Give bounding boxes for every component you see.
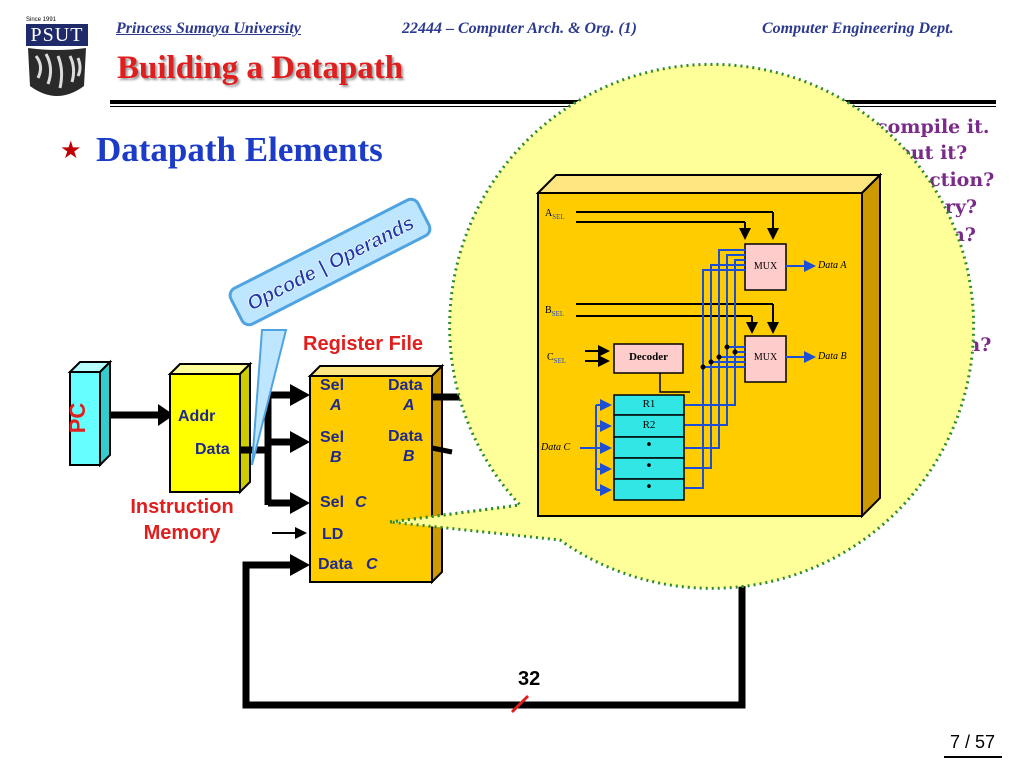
rf-sel-a-label: Sel (320, 377, 345, 394)
header-department: Computer Engineering Dept. (762, 20, 954, 37)
imem-addr-label: Addr (178, 408, 216, 425)
rf-data-b-label: Data (388, 428, 423, 445)
psut-logo (24, 16, 90, 102)
slide-title: Building a Datapath (117, 50, 404, 86)
svg-text:Opcode | Operands: Opcode | Operands (244, 212, 418, 315)
rf-data-a-letter: A (403, 397, 415, 414)
title-rule-thin (110, 106, 996, 107)
imem-caption-line1: Instruction (130, 496, 234, 518)
register-file-title: Register File (303, 333, 424, 355)
operands-pointer (251, 329, 288, 466)
bullet-text: Datapath Elements (96, 130, 383, 169)
imem-caption-line2: Memory (143, 522, 221, 544)
instruction-memory (167, 361, 253, 495)
title-rule (110, 100, 996, 104)
rf-sel-b-label: Sel (320, 429, 345, 446)
zoom-register-file (535, 172, 883, 519)
rf-data-a-label: Data (388, 377, 423, 394)
header-course: 22444 – Computer Arch. & Org. (1) (402, 20, 637, 37)
rf-sel-c-letter: C (355, 494, 367, 511)
register-r2-label: R2 (642, 419, 656, 431)
logo-since: Since 1991 (26, 17, 57, 23)
mux-a-label: MUX (753, 261, 778, 272)
page-number: 7 / 57 (950, 732, 996, 752)
register-file (307, 363, 445, 585)
star-icon: ★ (60, 136, 82, 164)
register-dot: • (645, 438, 653, 453)
decoder-box (613, 343, 684, 374)
zoom-data-c-in: Data C (541, 442, 571, 453)
mux-a (744, 243, 787, 291)
mux-b-label: MUX (753, 352, 778, 363)
rf-sel-c-label: Sel (320, 494, 345, 511)
rf-ld-label: LD (322, 526, 344, 543)
rf-data-b-letter: B (403, 448, 415, 465)
page-number-rule (944, 756, 1002, 758)
rf-data-c-letter: C (366, 556, 378, 573)
decoder-label: Decoder (628, 351, 669, 363)
bus-width-label: 32 (518, 668, 541, 690)
rf-data-c-label: Data (318, 556, 353, 573)
register-r1-label: R1 (642, 398, 656, 410)
mux-b (744, 335, 787, 383)
bus-slash (510, 694, 530, 714)
pc-register (67, 359, 113, 468)
zoom-c-sel-label: CSEL (547, 352, 567, 365)
opcode-operands-banner: Opcode | Operands (228, 197, 432, 327)
rf-sel-b-letter: B (330, 449, 342, 466)
zoom-data-a-out: Data A (818, 260, 847, 271)
zoom-data-b-out: Data B (818, 351, 847, 362)
logo-text: PSUT (26, 24, 88, 46)
pc-label: PC (65, 403, 90, 434)
rf-sel-a-letter: A (330, 397, 342, 414)
imem-data-label: Data (195, 441, 230, 458)
zoom-b-sel-label: BSEL (545, 305, 565, 318)
zoom-a-sel-label: ASEL (545, 208, 565, 221)
register-dot: • (645, 459, 653, 474)
register-dot: • (645, 480, 653, 495)
register-stack (613, 394, 685, 501)
header-university: Princess Sumaya University (116, 20, 301, 37)
